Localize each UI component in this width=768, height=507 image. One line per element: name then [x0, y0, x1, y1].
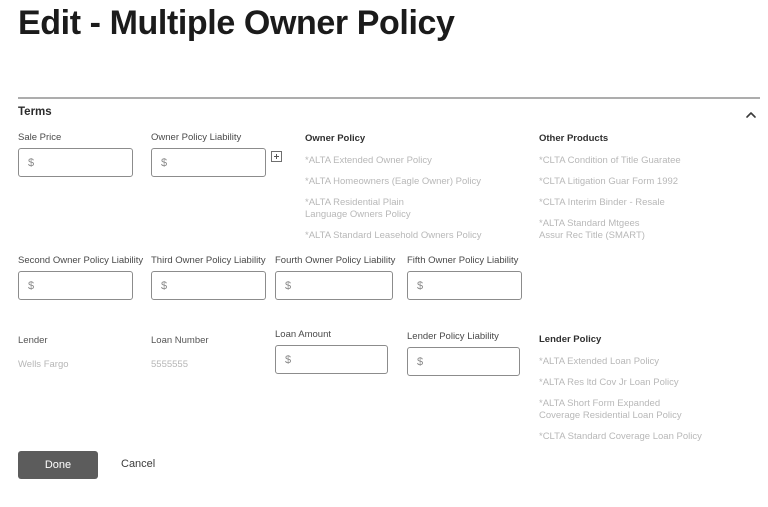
- fourth-owner-policy-liability-field: Fourth Owner Policy Liability: [275, 255, 396, 300]
- third-owner-policy-liability-field: Third Owner Policy Liability: [151, 255, 266, 300]
- loan-amount-field: Loan Amount: [275, 329, 388, 374]
- section-divider: [18, 97, 760, 99]
- lender-label: Lender: [18, 335, 48, 346]
- lender-policy-list-item[interactable]: *ALTA Short Form Expanded Coverage Resid…: [539, 398, 682, 421]
- lender-policy-liability-field: Lender Policy Liability: [407, 331, 520, 376]
- fifth-owner-policy-liability-label: Fifth Owner Policy Liability: [407, 255, 519, 266]
- done-button[interactable]: Done: [18, 451, 98, 479]
- sale-price-field: Sale Price: [18, 132, 133, 177]
- plus-icon-vertical-bar: [276, 154, 277, 159]
- terms-section-header: Terms: [18, 106, 760, 124]
- loan-number-label: Loan Number: [151, 335, 209, 346]
- lender-policy-liability-label: Lender Policy Liability: [407, 331, 499, 342]
- owner-policy-liability-field: Owner Policy Liability: [151, 132, 266, 177]
- section-title: Terms: [18, 106, 52, 118]
- lender-policy-list-item[interactable]: *ALTA Extended Loan Policy: [539, 356, 660, 367]
- lender-policy-list-title: Lender Policy: [539, 334, 602, 345]
- other-products-list-item[interactable]: *ALTA Standard Mtgees Assur Rec Title (S…: [539, 218, 645, 241]
- owner-policy-list-title: Owner Policy: [305, 133, 366, 144]
- lender-value: Wells Fargo: [18, 359, 69, 370]
- fourth-owner-policy-liability-label: Fourth Owner Policy Liability: [275, 255, 396, 266]
- second-owner-policy-liability-input[interactable]: [18, 271, 133, 300]
- cancel-button[interactable]: Cancel: [121, 458, 156, 470]
- other-products-list-item[interactable]: *CLTA Litigation Guar Form 1992: [539, 176, 679, 187]
- third-owner-policy-liability-input[interactable]: [151, 271, 266, 300]
- loan-amount-input[interactable]: [275, 345, 388, 374]
- fourth-owner-policy-liability-input[interactable]: [275, 271, 393, 300]
- lender-policy-liability-input[interactable]: [407, 347, 520, 376]
- lender-policy-list-item[interactable]: *ALTA Res ltd Cov Jr Loan Policy: [539, 377, 679, 388]
- owner-policy-list-item[interactable]: *ALTA Residential Plain Language Owners …: [305, 197, 411, 220]
- sale-price-input[interactable]: [18, 148, 133, 177]
- second-owner-policy-liability-label: Second Owner Policy Liability: [18, 255, 144, 266]
- second-owner-policy-liability-field: Second Owner Policy Liability: [18, 255, 144, 300]
- other-products-list-item[interactable]: *CLTA Interim Binder - Resale: [539, 197, 665, 208]
- other-products-list: Other Products *CLTA Condition of Title …: [539, 133, 739, 251]
- owner-policy-list-item[interactable]: *ALTA Homeowners (Eagle Owner) Policy: [305, 176, 481, 187]
- loan-number-static-field: Loan Number 5555555: [151, 335, 209, 371]
- owner-policy-liability-label: Owner Policy Liability: [151, 132, 242, 143]
- lender-policy-list: Lender Policy *ALTA Extended Loan Policy…: [539, 334, 749, 452]
- owner-policy-list-item[interactable]: *ALTA Standard Leasehold Owners Policy: [305, 230, 482, 241]
- plus-icon[interactable]: [271, 151, 282, 162]
- owner-policy-list: Owner Policy *ALTA Extended Owner Policy…: [305, 133, 505, 251]
- fifth-owner-policy-liability-input[interactable]: [407, 271, 522, 300]
- other-products-list-title: Other Products: [539, 133, 609, 144]
- fifth-owner-policy-liability-field: Fifth Owner Policy Liability: [407, 255, 522, 300]
- loan-number-value: 5555555: [151, 359, 188, 370]
- loan-amount-label: Loan Amount: [275, 329, 331, 340]
- owner-policy-list-item[interactable]: *ALTA Extended Owner Policy: [305, 155, 432, 166]
- lender-static-field: Lender Wells Fargo: [18, 335, 69, 371]
- other-products-list-item[interactable]: *CLTA Condition of Title Guaratee: [539, 155, 681, 166]
- page-title: Edit - Multiple Owner Policy: [18, 4, 455, 42]
- lender-policy-list-item[interactable]: *CLTA Standard Coverage Loan Policy: [539, 431, 702, 442]
- sale-price-label: Sale Price: [18, 132, 62, 143]
- chevron-up-icon[interactable]: [742, 106, 760, 124]
- owner-policy-liability-input[interactable]: [151, 148, 266, 177]
- third-owner-policy-liability-label: Third Owner Policy Liability: [151, 255, 266, 266]
